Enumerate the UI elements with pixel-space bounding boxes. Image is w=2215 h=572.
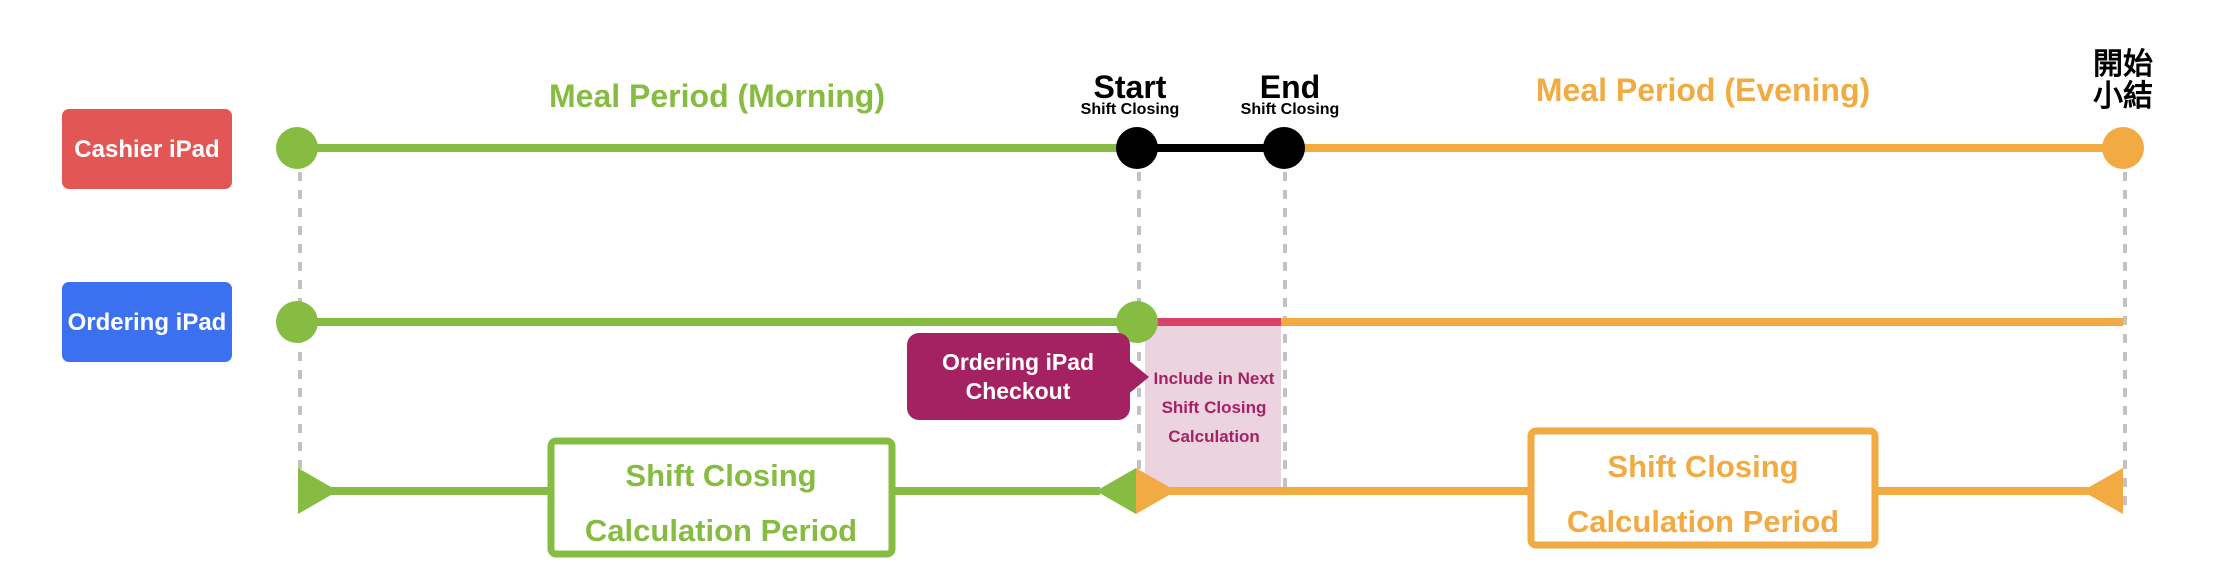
begin-summary-label-line2: 小結 — [2093, 79, 2153, 114]
meal-period-morning-title: Meal Period (Morning) — [549, 78, 885, 114]
evening-calc-line1: Shift Closing — [1607, 449, 1798, 484]
pink-note-line2: Shift Closing — [1162, 398, 1267, 417]
lane-label-ordering-ipad: Ordering iPad — [62, 282, 232, 362]
pink-note-line1: Include in Next — [1154, 369, 1275, 388]
next-shift-inclusion-band — [1145, 318, 1281, 490]
evening-calculation-period: Shift Closing Calculation Period — [1136, 427, 2123, 549]
start-marker-title: Start — [1094, 69, 1167, 105]
evening-calc-line2: Calculation Period — [1567, 504, 1839, 539]
ordering-morning-end-dot — [1116, 301, 1158, 343]
morning-calc-box — [547, 437, 896, 558]
meal-period-evening-title: Meal Period (Evening) — [1536, 72, 1870, 108]
cashier-morning-start-dot — [276, 127, 318, 169]
callout-line2: Checkout — [966, 378, 1071, 404]
cashier-evening-end-dot — [2102, 127, 2144, 169]
end-marker-subtitle: Shift Closing — [1241, 101, 1340, 118]
lane-label-cashier-ipad: Cashier iPad — [62, 109, 232, 189]
ordering-lane-label: Ordering iPad — [68, 309, 227, 336]
morning-calc-line2: Calculation Period — [585, 513, 857, 548]
evening-calc-box — [1527, 427, 1879, 549]
morning-calc-line1: Shift Closing — [625, 458, 816, 493]
ordering-ipad-checkout-callout: Ordering iPad Checkout — [907, 333, 1149, 420]
evening-calc-start-arrow — [1136, 468, 1176, 514]
cashier-lane-label: Cashier iPad — [74, 136, 219, 163]
evening-calc-end-arrow — [2082, 468, 2123, 514]
callout-pointer — [1126, 358, 1149, 396]
ordering-morning-start-dot — [276, 301, 318, 343]
morning-calc-start-arrow — [298, 468, 338, 514]
end-marker-title: End — [1260, 69, 1320, 105]
cashier-lane-badge — [62, 109, 232, 189]
pink-note-line3: Calculation — [1168, 427, 1260, 446]
callout-line1: Ordering iPad — [942, 349, 1094, 375]
morning-calculation-period: Shift Closing Calculation Period — [298, 437, 1136, 558]
cashier-shift-start-dot — [1116, 127, 1158, 169]
callout-bubble — [907, 333, 1130, 420]
morning-calc-end-arrow — [1096, 468, 1136, 514]
ordering-timeline — [276, 301, 2123, 343]
cashier-shift-end-dot — [1263, 127, 1305, 169]
ordering-lane-badge — [62, 282, 232, 362]
begin-summary-label-line1: 開始 — [2093, 47, 2153, 82]
start-marker-subtitle: Shift Closing — [1081, 101, 1180, 118]
cashier-timeline — [276, 127, 2144, 169]
